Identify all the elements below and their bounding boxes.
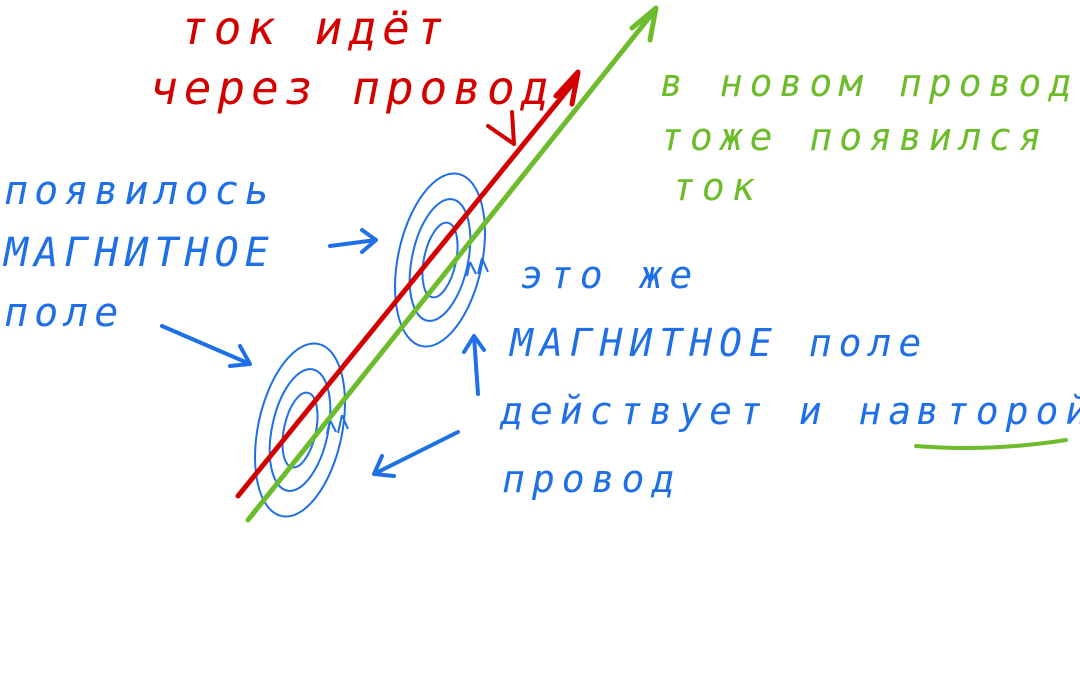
arrow-to-upper-field — [328, 228, 378, 254]
arrow-to-lower-field — [160, 324, 252, 368]
red-wire — [235, 79, 577, 499]
red-label-line2: через провод — [150, 61, 554, 115]
blue-right-line3b: второй — [916, 389, 1080, 433]
blue-left-line1: появилось — [4, 168, 275, 214]
green-wire-arrowhead — [629, 5, 659, 43]
green-label-line3: ток — [672, 165, 762, 209]
blue-right-line1: это же — [520, 253, 699, 297]
green-label-line2: тоже появился — [660, 115, 1048, 159]
blue-right-line3a: действует и на — [499, 389, 918, 433]
red-label-line1: ток идёт — [180, 1, 450, 55]
green-wire — [245, 11, 655, 523]
arrow-to-second-wire — [372, 430, 460, 478]
green-label-line1: в новом проводе — [660, 61, 1080, 105]
magnetic-field-rings-lower — [254, 342, 349, 518]
blue-left-line2: МАГНИТНОЕ — [2, 230, 275, 276]
blue-right-line2: МАГНИТНОЕ поле — [508, 321, 928, 365]
red-wire-arrowhead — [553, 69, 581, 107]
blue-callout-arrows — [160, 228, 486, 478]
red-callout-arrow — [486, 110, 516, 146]
blue-left-line3: поле — [4, 290, 124, 336]
blue-right-line4: провод — [502, 457, 681, 501]
underline-second — [914, 438, 1068, 450]
arrow-up-right-field — [462, 334, 486, 396]
magnetic-field-rings-upper — [394, 172, 489, 348]
